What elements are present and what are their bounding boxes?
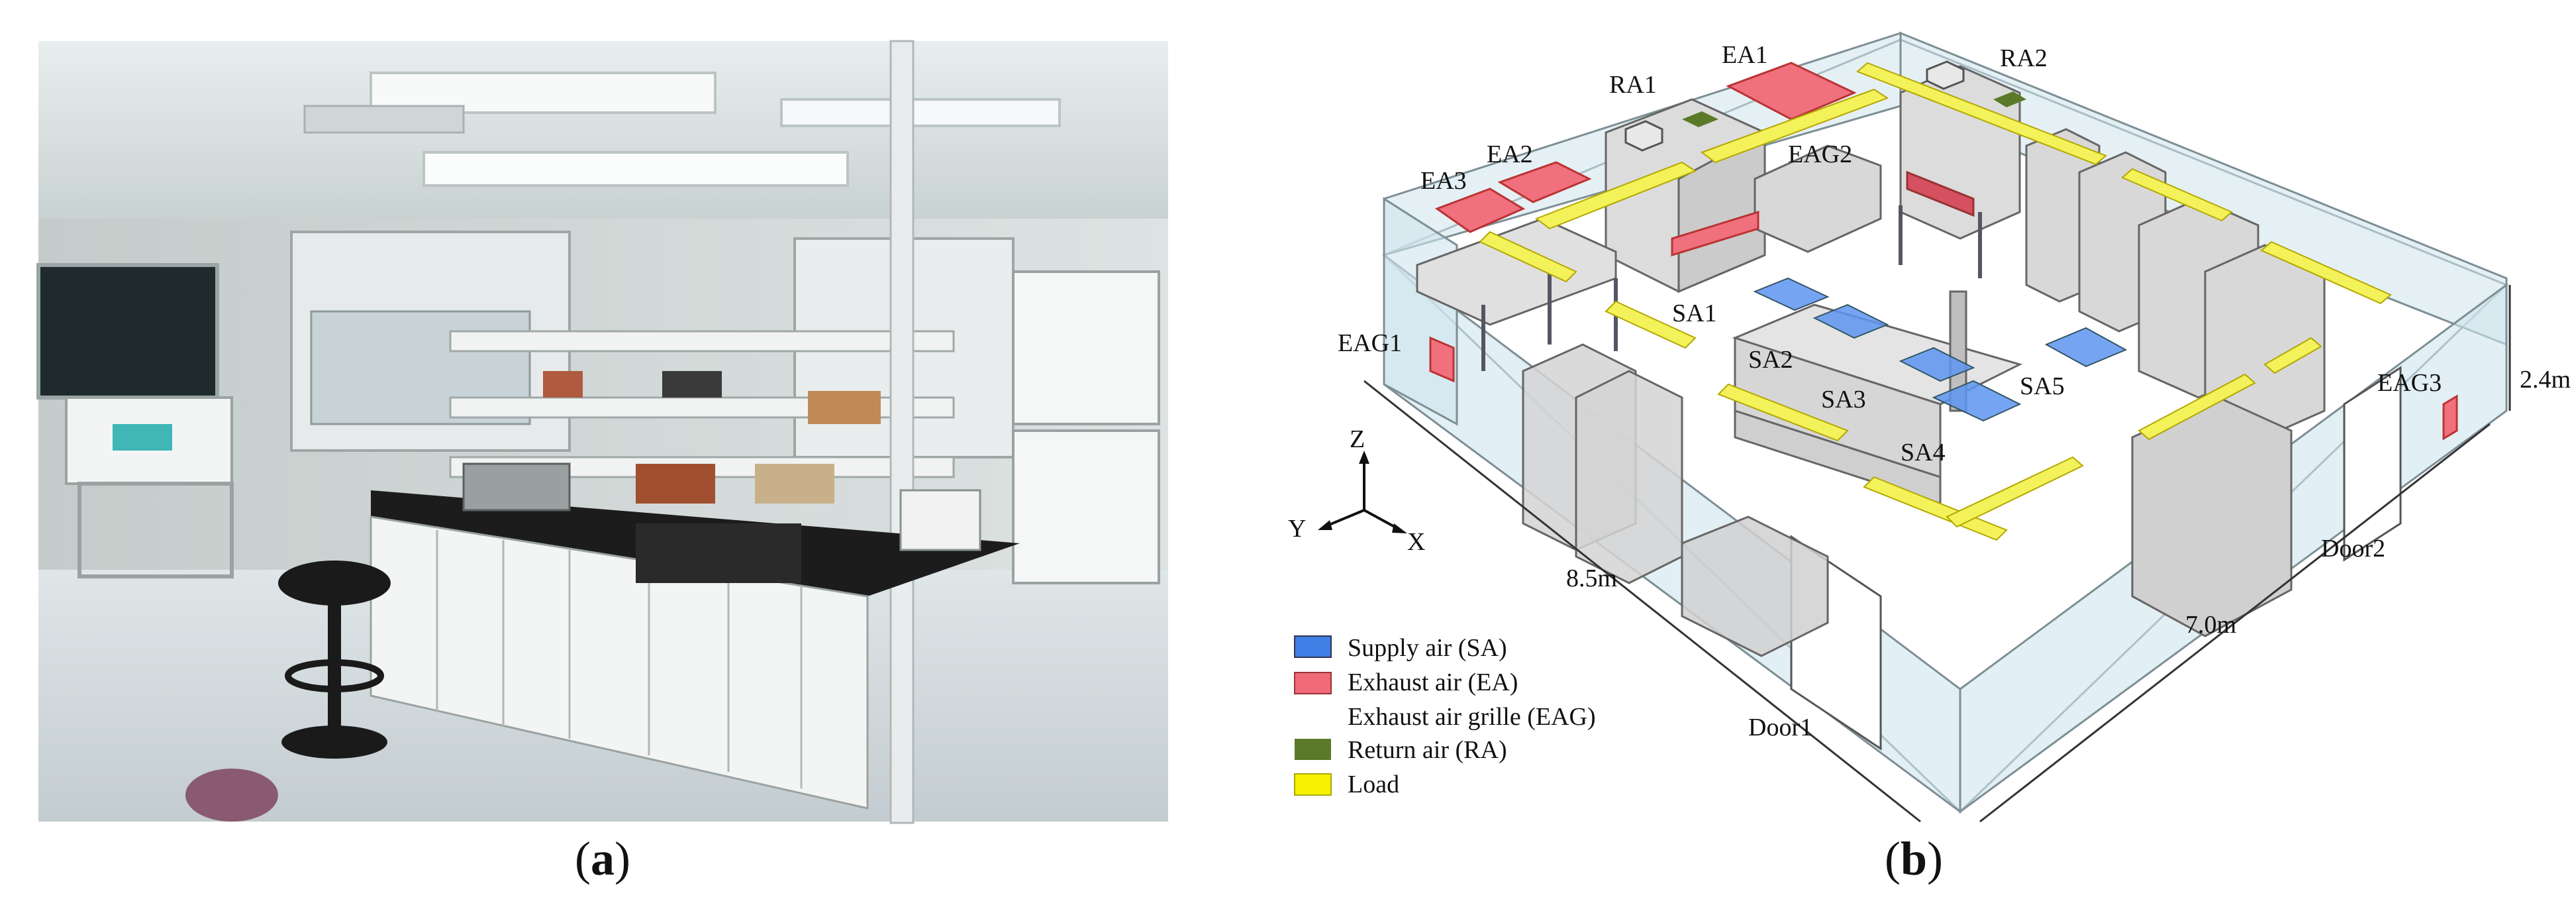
door2 xyxy=(2343,366,2402,562)
label-sa2: SA2 xyxy=(1748,346,1793,374)
legend-swatch-exhaust xyxy=(1294,672,1332,694)
label-ra1: RA1 xyxy=(1609,71,1657,99)
load xyxy=(1479,231,1577,283)
load xyxy=(1856,62,2107,166)
dimension-line-length xyxy=(1363,380,1921,823)
load xyxy=(1717,383,1849,442)
cabinet-front-left xyxy=(1575,370,1683,584)
axis-label-y: Y xyxy=(1288,515,1306,543)
label-ra2: RA2 xyxy=(2000,44,2048,72)
dimension-length: 8.5m xyxy=(1566,565,1617,592)
exhaust-grille-eag1 xyxy=(1429,336,1455,383)
axis-y xyxy=(1324,509,1365,528)
exhaust-ea2 xyxy=(1497,161,1592,203)
ceiling-light-panel xyxy=(780,98,1061,127)
caption-a: (a) xyxy=(575,832,630,885)
load xyxy=(2121,168,2233,222)
exhaust-ea1 xyxy=(1726,62,1857,121)
exhaust-grille-ra2-front xyxy=(1906,170,1975,217)
ra1-box xyxy=(1624,120,1663,152)
legend-swatch-load xyxy=(1294,773,1332,796)
supply-sa1 xyxy=(1753,277,1830,311)
axis-label-z: Z xyxy=(1350,425,1365,453)
label-ea3: EA3 xyxy=(1420,167,1467,195)
supply-sa2 xyxy=(1812,303,1889,339)
return-ra2 xyxy=(1993,91,2026,107)
legend-label-supply: Supply air (SA) xyxy=(1348,634,1507,662)
ra2-box xyxy=(1926,60,1965,90)
label-eag3: EAG3 xyxy=(2377,369,2442,397)
load xyxy=(1946,456,2084,528)
exhaust-grille-eag3 xyxy=(2442,394,2458,441)
dimension-height: 2.4m xyxy=(2520,366,2571,394)
legend-swatch-return xyxy=(1295,739,1331,760)
legend-swatch-supply xyxy=(1294,635,1332,658)
centrifuge xyxy=(65,396,233,485)
legend-label-eag: Exhaust air grille (EAG) xyxy=(1348,703,1596,731)
legend: Supply air (SA) Exhaust air (EA) Exhaust… xyxy=(1294,634,1596,798)
laboratory-photo xyxy=(36,40,1168,824)
exhaust-grille-eag2 xyxy=(1671,210,1759,257)
load xyxy=(2260,241,2392,305)
dimension-line-width xyxy=(1979,423,2491,823)
exhaust-ea3 xyxy=(1434,188,1526,233)
refrigerator xyxy=(1012,429,1160,584)
label-eag1: EAG1 xyxy=(1338,329,1402,357)
centrifuge-panel xyxy=(113,424,172,451)
label-sa3: SA3 xyxy=(1821,386,1866,413)
label-sa1: SA1 xyxy=(1672,299,1717,327)
label-eag2: EAG2 xyxy=(1788,140,1852,168)
label-door2: Door2 xyxy=(2321,535,2385,563)
legend-label-exhaust: Exhaust air (EA) xyxy=(1348,669,1518,696)
axis-label-x: X xyxy=(1407,528,1425,556)
shelf xyxy=(449,330,955,352)
load xyxy=(2263,337,2322,374)
supply-sa5 xyxy=(2044,327,2128,368)
label-door1: Door1 xyxy=(1748,714,1812,741)
lab-stool-seat xyxy=(278,561,391,606)
legend-label-return: Return air (RA) xyxy=(1348,736,1507,764)
supply-sa4 xyxy=(1932,380,2022,422)
ceiling-vent xyxy=(303,105,465,134)
ceiling-light-panel xyxy=(422,151,849,187)
load xyxy=(1534,161,1697,230)
load xyxy=(1700,88,1889,164)
caption-b: (b) xyxy=(1884,832,1943,885)
window xyxy=(36,263,219,400)
return-ra1 xyxy=(1682,111,1718,127)
dimension-width: 7.0m xyxy=(2185,611,2236,639)
supply-sa3 xyxy=(1899,347,1975,382)
legend-label-load: Load xyxy=(1348,771,1399,798)
load xyxy=(1605,300,1697,349)
cabinet-near-door1 xyxy=(1681,515,1829,657)
label-ea2: EA2 xyxy=(1487,140,1533,168)
load xyxy=(2138,373,2256,441)
refrigerator xyxy=(1012,270,1160,425)
label-sa4: SA4 xyxy=(1901,439,1946,466)
label-ea1: EA1 xyxy=(1722,41,1768,69)
room-diagram: RA1 EA1 RA2 EA3 EA2 EAG2 EAG1 EAG3 SA1 S… xyxy=(1288,31,2571,823)
label-sa5: SA5 xyxy=(2020,372,2065,400)
support-pillar xyxy=(889,40,915,824)
